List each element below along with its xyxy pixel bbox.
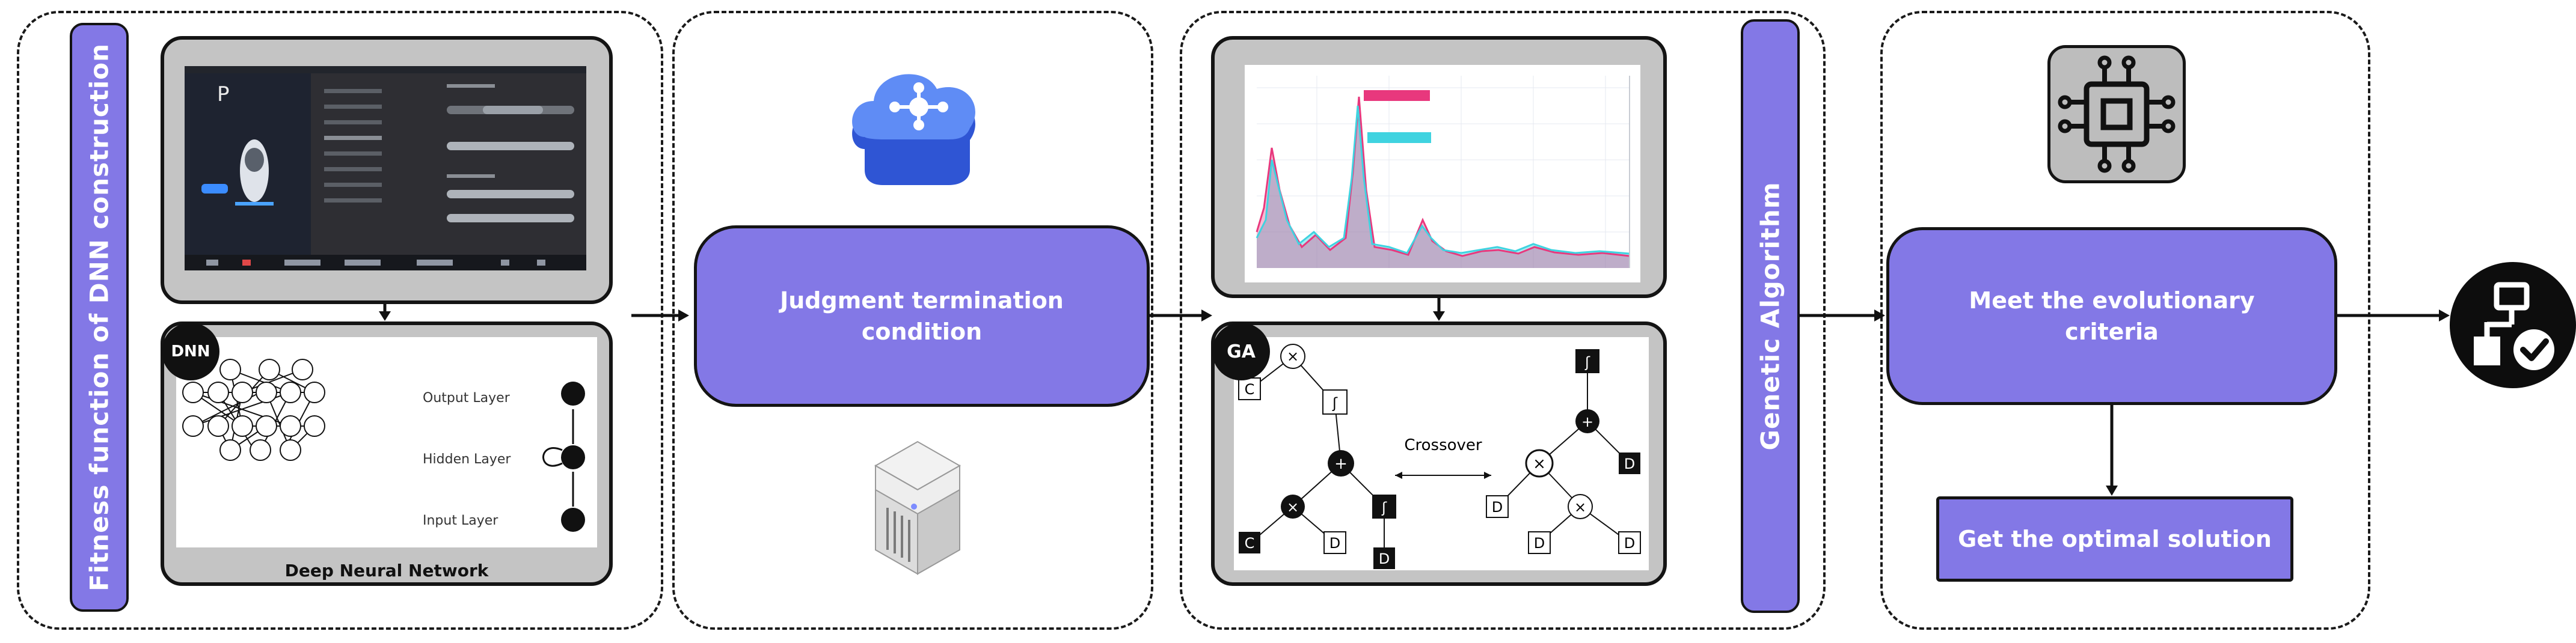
svg-text:+: + — [1581, 413, 1593, 430]
svg-text:D: D — [1624, 456, 1635, 472]
judgment-termination-text: Judgment termination condition — [780, 287, 1064, 345]
pink-tooltip — [1364, 90, 1430, 101]
dnn-connections — [192, 369, 315, 451]
ga-badge: GA — [1212, 323, 1270, 380]
svg-text:D: D — [1492, 499, 1503, 516]
server-box-icon — [874, 440, 961, 575]
fitness-function-label: Fitness function of DNN construction — [70, 23, 129, 612]
svg-text:ʃ: ʃ — [1332, 395, 1338, 412]
signal-chart-area — [1245, 65, 1640, 282]
pink-series-area — [1257, 97, 1630, 268]
input-layer-label: Input Layer — [423, 513, 498, 528]
svg-text:×: × — [1287, 348, 1299, 365]
vehicle-screen-image: P — [185, 66, 586, 270]
settings-controls — [447, 84, 574, 222]
ga-diagram-area — [1234, 337, 1649, 570]
svg-text:D: D — [1534, 535, 1545, 552]
group-dnn-construction — [17, 11, 663, 630]
svg-text:C: C — [1245, 535, 1255, 552]
dnn-diagram: Output Layer Hidden Layer Input Layer De… — [182, 359, 585, 581]
evolutionary-criteria-box: Meet the evolutionary criteria — [1886, 227, 2337, 405]
ga-tree-left-nodes: × ʃ + × ʃ C C D D — [1238, 344, 1396, 569]
svg-text:×: × — [1287, 499, 1299, 516]
optimal-solution-box: Get the optimal solution — [1936, 496, 2293, 582]
judgment-termination-box: Judgment termination condition — [694, 225, 1150, 407]
ga-panel: × ʃ + × ʃ C C D D Crossover — [1211, 322, 1667, 586]
dnn-panel: Output Layer Hidden Layer Input Layer De… — [161, 322, 613, 586]
group-genetic-algorithm — [1180, 11, 1826, 630]
chip-icon — [2058, 55, 2176, 173]
svg-text:+: + — [1334, 455, 1348, 473]
chart-gridlines — [1257, 76, 1630, 268]
car-top-view-icon — [235, 139, 274, 206]
evolutionary-criteria-text: Meet the evolutionary criteria — [1969, 287, 2255, 345]
crossover-arrow: Crossover — [1395, 436, 1491, 479]
genetic-algorithm-text: Genetic Algorithm — [1755, 181, 1785, 451]
fitness-function-text: Fitness function of DNN construction — [84, 43, 114, 591]
output-layer-label: Output Layer — [423, 391, 511, 406]
dnn-diagram-area — [176, 337, 597, 547]
svg-text:C: C — [1245, 381, 1255, 398]
svg-text:×: × — [1533, 455, 1546, 473]
cloud-network-icon — [852, 74, 975, 185]
settings-menu-list — [324, 89, 382, 203]
signal-chart-panel — [1211, 36, 1667, 298]
svg-text:ʃ: ʃ — [1381, 499, 1387, 516]
crossover-label: Crossover — [1404, 436, 1482, 454]
group-judgment — [672, 11, 1153, 630]
svg-text:D: D — [1329, 535, 1340, 552]
svg-text:D: D — [1624, 535, 1635, 552]
gear-indicator: P — [217, 82, 230, 106]
optimal-solution-text: Get the optimal solution — [1958, 526, 2272, 552]
svg-text:×: × — [1574, 499, 1586, 516]
vehicle-screen-panel: P — [161, 36, 613, 304]
cyan-tooltip — [1367, 132, 1431, 143]
cyan-series-line — [1256, 105, 1630, 255]
svg-text:ʃ: ʃ — [1584, 354, 1590, 371]
rnn-chain — [542, 382, 585, 532]
workflow-check-icon — [2450, 262, 2576, 388]
dnn-neurons — [182, 359, 325, 461]
ga-tree-right-nodes: ʃ + × × D D D D — [1486, 349, 1641, 554]
genetic-algorithm-label: Genetic Algorithm — [1741, 19, 1800, 613]
dnn-caption: Deep Neural Network — [285, 561, 489, 581]
ga-crossover-diagram: × ʃ + × ʃ C C D D Crossover — [1238, 344, 1641, 569]
chip-icon-tile — [2047, 45, 2186, 183]
dnn-badge: DNN — [162, 323, 219, 380]
signal-chart — [1256, 76, 1630, 268]
hidden-layer-label: Hidden Layer — [423, 452, 511, 467]
svg-text:D: D — [1379, 550, 1390, 567]
cyan-series-area — [1257, 106, 1630, 268]
